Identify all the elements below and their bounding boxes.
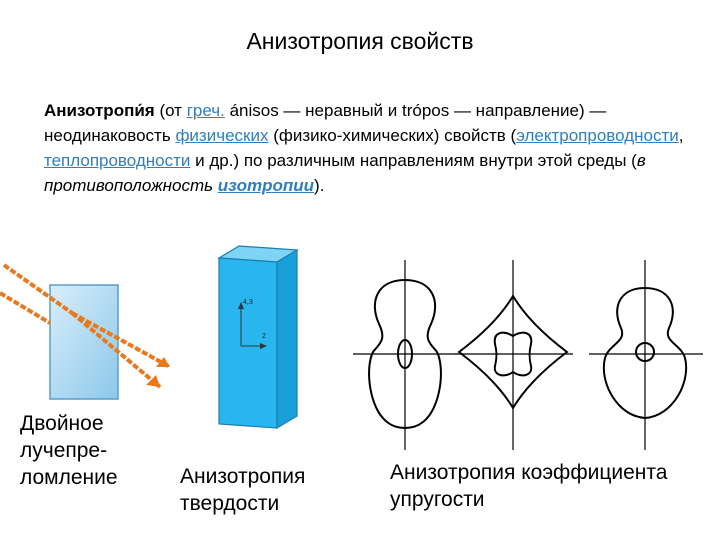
- crystal-side: [276, 248, 298, 430]
- diagram-left: [353, 260, 457, 450]
- axis-label-vertical: 4,3: [243, 299, 253, 306]
- arrow-head: [156, 357, 170, 367]
- caption-elasticity: Анизотропия коэффициента упругости: [390, 461, 668, 511]
- definition-text: (физико-химических) свойств (: [268, 126, 517, 145]
- definition-text: ).: [314, 176, 325, 195]
- slide-title: Анизотропия свойств: [246, 28, 474, 54]
- caption-hardness: Анизотропия твердости: [180, 465, 306, 515]
- prism: [49, 284, 119, 400]
- caption-birefringence: Двойное лучепре-ломление: [20, 412, 118, 489]
- axis-label-horizontal: 2: [262, 333, 266, 340]
- arrow-head: [146, 375, 160, 387]
- definition-text: (от: [154, 101, 187, 120]
- definition-paragraph: Анизотропи́я (от греч. ánisos — неравный…: [44, 98, 684, 198]
- link-electroconductivity[interactable]: электропроводности: [516, 126, 679, 145]
- term: Анизотропи́я: [44, 101, 155, 120]
- link-physical[interactable]: физических: [175, 126, 269, 145]
- link-greek[interactable]: греч.: [186, 101, 225, 120]
- definition-text: ,: [678, 126, 684, 145]
- link-isotropy[interactable]: изотропии: [217, 176, 315, 195]
- definition-text: и др.) по различным направлениям внутри …: [190, 151, 637, 170]
- diagram-right: [589, 260, 703, 450]
- hardness-crystal-illustration: 4,3 2: [217, 245, 299, 430]
- diagram-middle: [455, 260, 573, 450]
- link-thermoconductivity[interactable]: теплопроводности: [44, 151, 191, 170]
- definition-text: ánisos — неравный и trópos — направление…: [44, 101, 607, 145]
- birefringence-illustration: [0, 263, 171, 400]
- light-rays: [0, 263, 171, 389]
- elasticity-diagrams: [353, 260, 703, 450]
- definition-italic: в противоположность изотропии: [44, 151, 646, 195]
- axis-arrows: [240, 306, 263, 347]
- crystal-front: [218, 257, 278, 429]
